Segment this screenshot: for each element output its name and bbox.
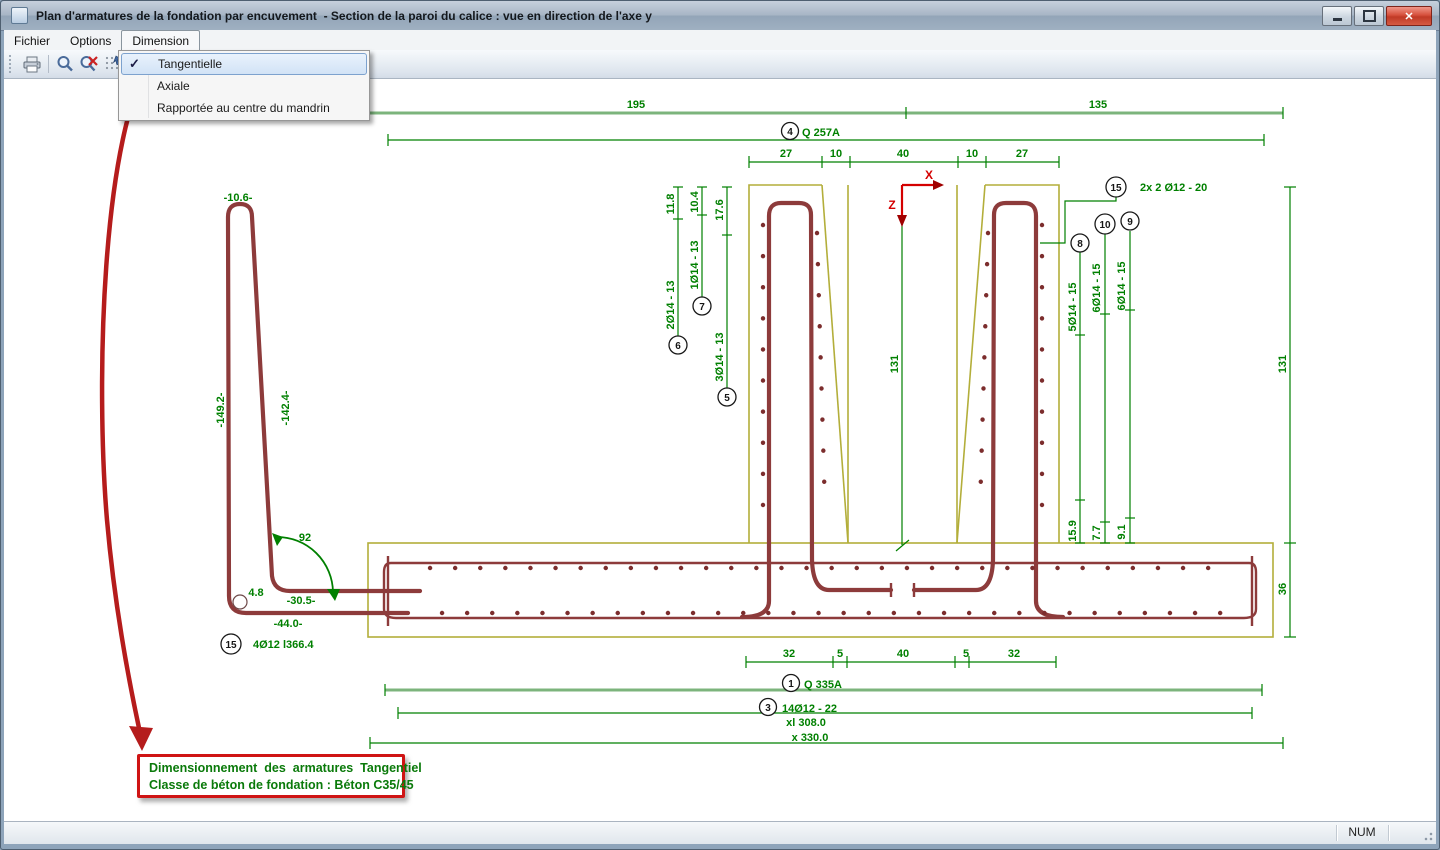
- title-bar: Plan d'armatures de la fondation par enc…: [1, 1, 1439, 31]
- menu-item-rapportee[interactable]: Rapportée au centre du mandrin: [121, 97, 367, 119]
- zoom-icon: [57, 56, 73, 72]
- num-lock-indicator: NUM: [1348, 825, 1376, 839]
- close-button[interactable]: ✕: [1386, 6, 1432, 26]
- menu-fichier[interactable]: Fichier: [14, 33, 51, 48]
- minimize-button[interactable]: [1322, 6, 1352, 26]
- dimension-menu: ✓ Tangentielle Axiale Rapportée au centr…: [118, 50, 370, 121]
- zoom-cancel-button[interactable]: [77, 53, 101, 75]
- minimize-icon: [1332, 18, 1342, 21]
- status-separator: [1336, 825, 1337, 841]
- toolbar-grip[interactable]: [9, 55, 14, 73]
- toolbar-separator: [48, 55, 49, 73]
- info-line-1: Dimensionnement des armatures Tangentiel: [149, 761, 422, 775]
- check-icon: ✓: [129, 56, 140, 71]
- status-bar: NUM: [4, 821, 1436, 844]
- maximize-icon: [1362, 10, 1376, 22]
- print-button[interactable]: [20, 53, 44, 75]
- menu-options[interactable]: Options: [70, 33, 112, 48]
- menu-item-tangentielle[interactable]: ✓ Tangentielle: [121, 53, 367, 75]
- zoom-cancel-icon: [80, 56, 98, 72]
- design-info-box: Dimensionnement des armatures Tangentiel…: [137, 754, 422, 798]
- maximize-button[interactable]: [1354, 6, 1384, 26]
- menu-item-label: Rapportée au centre du mandrin: [157, 101, 330, 115]
- status-separator: [1388, 825, 1389, 841]
- resize-grip-icon[interactable]: [1421, 829, 1433, 841]
- window-title: Plan d'armatures de la fondation par enc…: [36, 8, 652, 23]
- app-icon: [11, 7, 28, 24]
- menu-dimension[interactable]: Dimension: [121, 30, 201, 50]
- menu-item-axiale[interactable]: Axiale: [121, 75, 367, 97]
- close-icon: ✕: [1404, 10, 1414, 23]
- menu-bar: Fichier Options Dimension: [4, 30, 1436, 50]
- print-icon: [23, 56, 40, 72]
- menu-item-label: Tangentielle: [158, 57, 223, 71]
- zoom-button[interactable]: [53, 53, 77, 75]
- menu-item-label: Axiale: [157, 79, 190, 93]
- info-line-2: Classe de béton de fondation : Béton C35…: [149, 778, 414, 793]
- drawing-canvas[interactable]: [4, 78, 1436, 822]
